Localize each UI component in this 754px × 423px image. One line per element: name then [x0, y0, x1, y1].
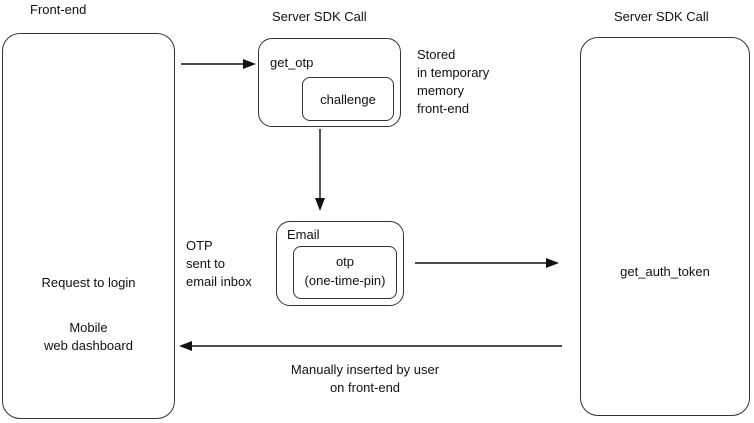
manual-note-line1: Manually inserted by user [290, 362, 440, 377]
arrow-get-otp-to-email [315, 129, 325, 211]
email-label: Email [287, 227, 320, 242]
auth-token-label: get_auth_token [620, 264, 710, 279]
auth-token-box [580, 37, 750, 416]
stored-note-line1: Stored [417, 47, 456, 62]
stored-note-line4: front-end [417, 101, 470, 116]
frontend-dashboard-label: web dashboard [44, 338, 133, 353]
arrow-frontend-to-get-otp [181, 59, 256, 69]
arrow-auth-token-to-frontend [179, 341, 562, 351]
stored-note-line3: memory [417, 83, 464, 98]
get-otp-label: get_otp [270, 55, 314, 70]
manual-note-line2: on front-end [329, 380, 401, 395]
frontend-header: Front-end [30, 2, 87, 17]
otp-description-label: (one-time-pin) [304, 273, 386, 288]
otp-note-line2: sent to [186, 256, 226, 271]
challenge-box [302, 77, 394, 121]
server-sdk-header-left: Server SDK Call [272, 9, 367, 24]
challenge-label: challenge [320, 92, 376, 107]
arrow-email-to-auth-token [415, 258, 559, 268]
frontend-mobile-label: Mobile [69, 320, 108, 335]
otp-box [293, 246, 397, 299]
frontend-request-label: Request to login [41, 275, 136, 290]
otp-label: otp [335, 254, 355, 269]
server-sdk-header-right: Server SDK Call [614, 9, 709, 24]
otp-note-line3: email inbox [186, 274, 252, 289]
otp-note-line1: OTP [186, 238, 213, 253]
stored-note-line2: in temporary [417, 65, 490, 80]
frontend-box [2, 33, 175, 419]
